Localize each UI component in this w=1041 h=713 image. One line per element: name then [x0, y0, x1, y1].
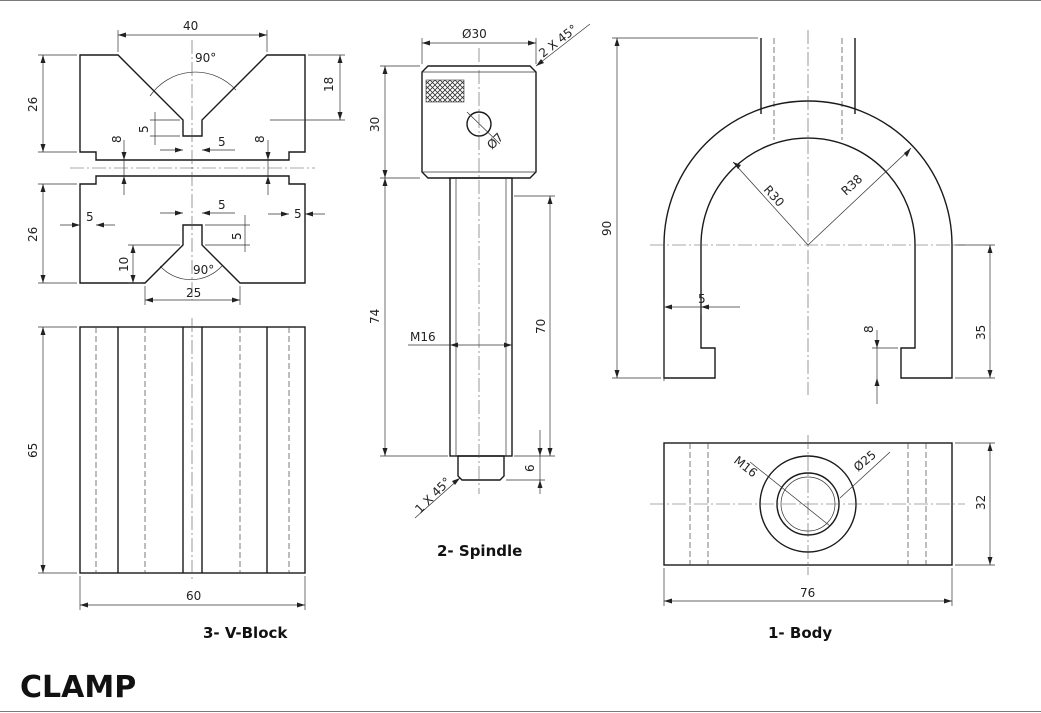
vblock-dim-notch-right-top: 8	[253, 135, 267, 143]
body-dim-base-width: 76	[800, 586, 815, 600]
caption-spindle: 2- Spindle	[437, 542, 522, 560]
body-dim-leg-width: 5	[698, 292, 706, 306]
body-dim-height: 90	[600, 221, 614, 236]
vblock-dim-slot-width-bottom: 5	[218, 198, 226, 212]
spindle-view	[421, 48, 537, 494]
body-dim-boss-dia: Ø25	[851, 448, 879, 475]
body-front-dimensions: R30 R38 90 5 8 35	[600, 37, 995, 404]
vblock-dim-height-front: 65	[26, 443, 40, 458]
spindle-dim-tip-length: 6	[523, 464, 537, 472]
spindle-dim-chamfer-top: 2 X 45°	[536, 22, 580, 61]
vblock-top-view	[70, 40, 315, 300]
spindle-dim-chamfer-bottom: 1 X 45°	[412, 475, 454, 517]
body-dim-leg-height: 35	[974, 325, 988, 340]
vblock-dim-angle-top: 90°	[195, 51, 216, 65]
vblock-dim-v-depth: 10	[117, 257, 131, 272]
vblock-dim-width-top: 40	[183, 19, 198, 33]
body-front-view	[650, 30, 965, 395]
spindle-dim-head-dia: Ø30	[462, 27, 487, 41]
vblock-dim-v-width: 25	[186, 286, 201, 300]
vblock-front-dimensions: 65 60	[26, 326, 306, 610]
spindle-dim-thread-length: 70	[534, 319, 548, 334]
spindle-dim-thread: M16	[410, 330, 436, 344]
drawing-title: CLAMP	[20, 670, 136, 705]
vblock-top-dimensions: 40 90° 18 26 5 5 8 8	[26, 19, 345, 305]
vblock-dim-left-height-top: 26	[26, 97, 40, 112]
frame-line-top	[0, 0, 1041, 1]
vblock-dim-side-right: 5	[294, 207, 302, 221]
spindle-dim-hole-dia: Ø7	[484, 130, 506, 152]
vblock-dim-groove-depth: 5	[137, 125, 151, 133]
body-dim-lip: 8	[862, 325, 876, 333]
caption-vblock: 3- V-Block	[203, 624, 288, 642]
spindle-dim-head-height: 30	[368, 117, 382, 132]
vblock-dim-groove-depth-bottom: 5	[230, 232, 244, 240]
body-top-view	[650, 435, 965, 575]
spindle-dim-shaft-length: 74	[368, 309, 382, 324]
vblock-dim-width-front: 60	[186, 589, 201, 603]
body-top-dimensions: M16 Ø25 32 76	[663, 442, 995, 606]
frame-line-bottom	[0, 711, 1041, 712]
body-dim-inner-radius: R30	[761, 183, 787, 210]
body-dim-base-height: 32	[974, 495, 988, 510]
caption-body: 1- Body	[768, 624, 832, 642]
body-dim-thread: M16	[731, 453, 760, 480]
vblock-dim-angle-bottom: 90°	[193, 263, 214, 277]
vblock-dim-notch-left-top: 8	[110, 135, 124, 143]
body-dim-outer-radius: R38	[838, 172, 865, 198]
vblock-dim-side-left: 5	[86, 210, 94, 224]
vblock-dim-right-height: 18	[322, 77, 336, 92]
vblock-front-view	[79, 318, 306, 582]
vblock-dim-slot-width-top: 5	[218, 135, 226, 149]
vblock-dim-left-height-bottom: 26	[26, 227, 40, 242]
